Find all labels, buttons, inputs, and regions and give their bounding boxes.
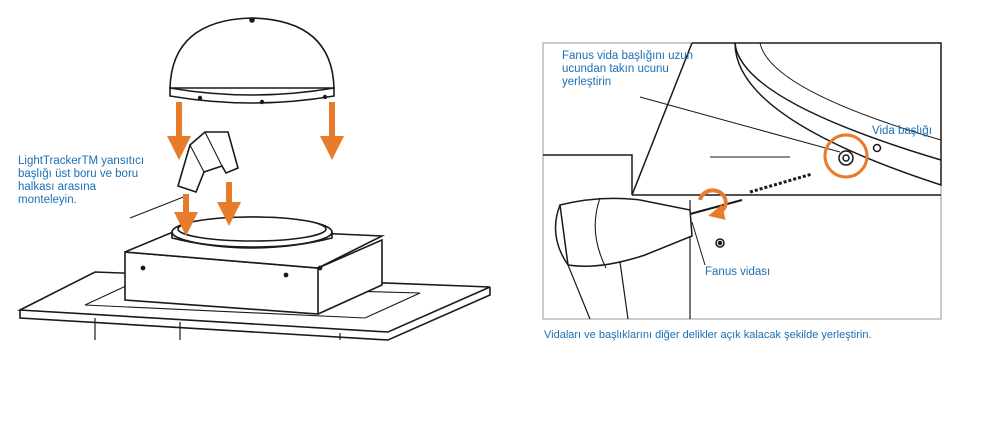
reflector-head [177,131,239,193]
right-detail-illustration [542,42,942,320]
left-assembly-illustration [17,17,491,341]
instruction-label-left: LightTrackerTM yansıtıcı başlığı üst bor… [18,155,145,206]
rotation-arrow [698,188,728,220]
dome-rim [734,42,942,187]
caption: Vidaları ve başlıklarını diğer delikler … [544,329,872,341]
screwdriver [559,197,693,267]
orange-arrows-left [167,102,344,236]
dome [169,17,335,89]
label-screw-head: Vida başlığı [872,125,932,137]
label-screw: Fanus vidası [705,266,771,278]
highlight-circle [823,133,869,179]
label-fanus-screw-head: Fanus vida başlığını uzun ucundan takın … [562,50,694,88]
